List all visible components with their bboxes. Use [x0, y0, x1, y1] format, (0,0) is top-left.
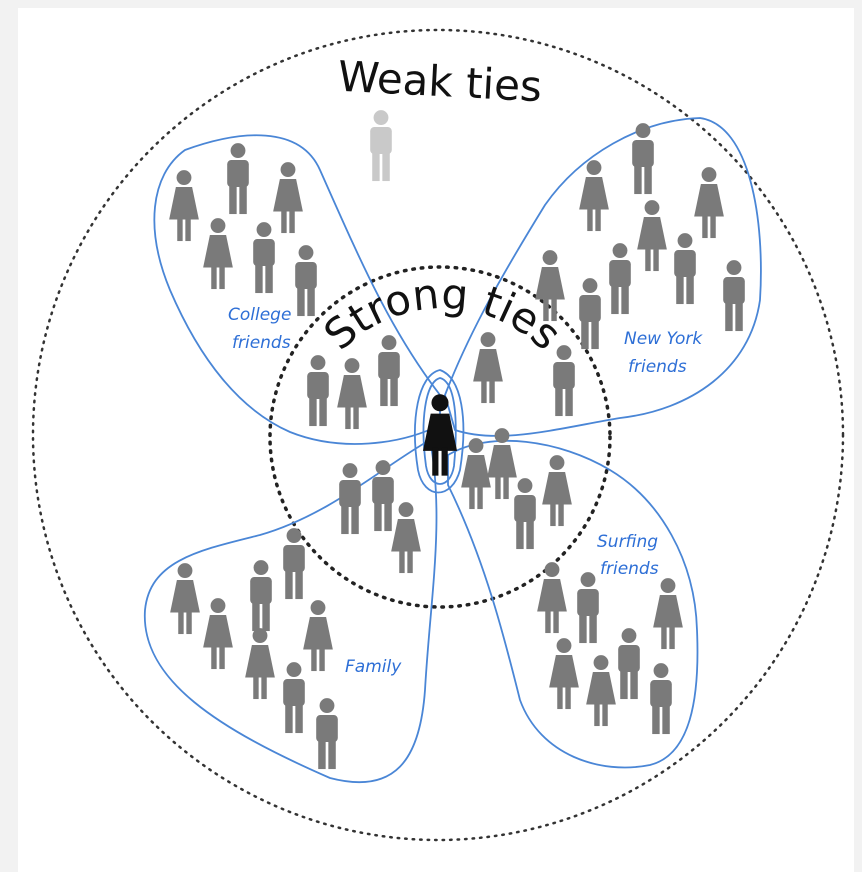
person-icon [514, 478, 536, 550]
weak-ties-label: Weak ties [337, 52, 543, 112]
surfing-friends-label-line2: friends [600, 559, 659, 579]
weak-tie-person-icon [370, 110, 392, 182]
person-icon [537, 562, 567, 634]
person-icon [723, 260, 745, 332]
family-label: Family [345, 657, 402, 677]
center-loop-2 [422, 377, 457, 485]
person-icon [674, 233, 696, 305]
person-icon [609, 243, 631, 315]
person-icon [694, 167, 724, 239]
person-icon [487, 428, 517, 500]
person-icon [250, 560, 272, 632]
person-icon [461, 438, 491, 510]
college-friends-label: College [228, 305, 291, 325]
person-icon [303, 600, 333, 672]
person-icon [650, 663, 672, 735]
person-icon [549, 638, 579, 710]
weak-ties-circle [31, 28, 845, 842]
person-icon [391, 502, 421, 574]
new-york-friends-outline [444, 117, 762, 437]
person-icon [372, 460, 394, 532]
center-person-icon [422, 394, 458, 476]
person-icon [632, 123, 654, 195]
person-icon [295, 245, 317, 317]
person-icon [378, 335, 400, 407]
person-icon [586, 655, 616, 727]
person-icon [203, 598, 233, 670]
person-icon [553, 345, 575, 417]
person-icon [245, 628, 275, 700]
person-icon [307, 355, 329, 427]
strong-ties-circle [268, 265, 612, 609]
people-layer [169, 110, 745, 770]
person-icon [339, 463, 361, 535]
person-icon [273, 162, 303, 234]
person-icon [579, 278, 601, 350]
center-loop-1 [414, 369, 465, 494]
new-york-friends-label-line2: friends [628, 357, 687, 377]
person-icon [169, 170, 199, 242]
person-icon [170, 563, 200, 635]
person-icon [637, 200, 667, 272]
person-icon [542, 455, 572, 527]
strong-ties-label: Strong ties [315, 269, 571, 359]
person-icon [618, 628, 640, 700]
person-icon [577, 572, 599, 644]
person-icon [283, 662, 305, 734]
person-icon [227, 143, 249, 215]
college-friends-outline [153, 134, 441, 445]
person-icon [337, 358, 367, 430]
person-icon [316, 698, 338, 770]
family-outline [144, 438, 438, 784]
person-icon [473, 332, 503, 404]
person-icon [579, 160, 609, 232]
person-icon [283, 528, 305, 600]
college-friends-label-line2: friends [232, 333, 291, 353]
surfing-friends-outline [447, 440, 699, 769]
person-icon [653, 578, 683, 650]
person-icon [203, 218, 233, 290]
surfing-friends-label: Surfing [597, 532, 658, 552]
new-york-friends-label: New York [624, 329, 703, 349]
person-icon [253, 222, 275, 294]
